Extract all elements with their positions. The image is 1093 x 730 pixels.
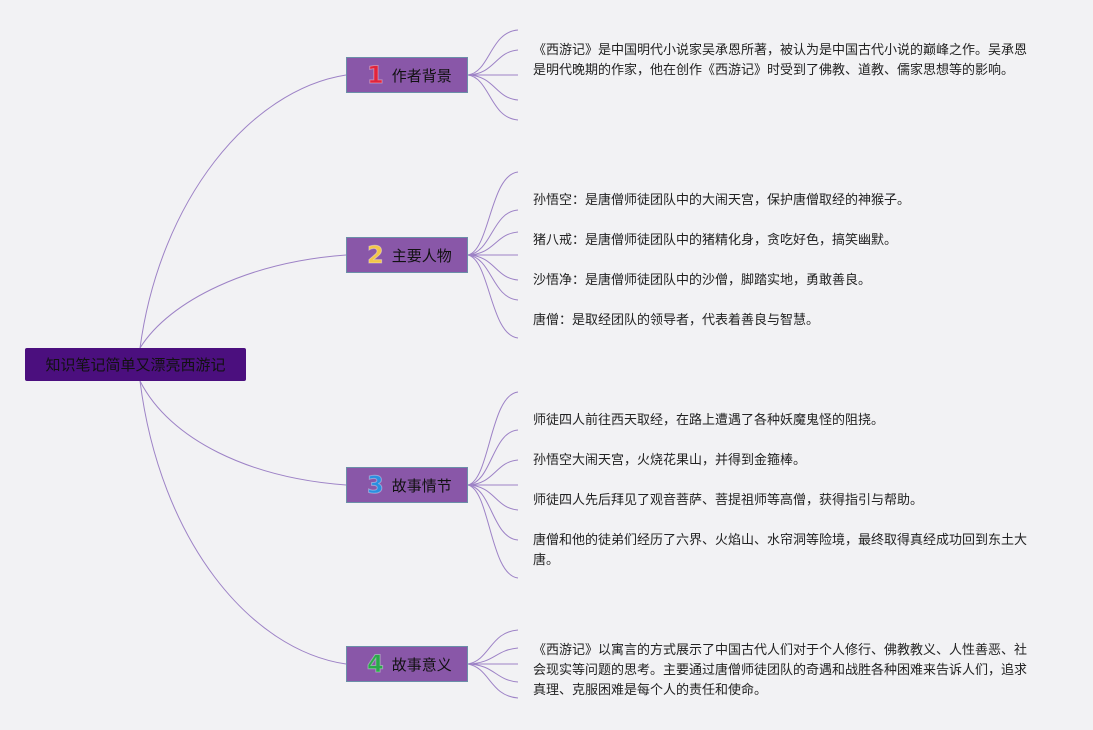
branch-number-2: 2 bbox=[367, 241, 385, 269]
branch-label: 作者背景 bbox=[391, 66, 452, 85]
root-topic-title: 知识笔记简单又漂亮西游记 bbox=[45, 356, 226, 374]
branch-number-1: 1 bbox=[367, 61, 385, 89]
connector-root-branch-4 bbox=[139, 380, 347, 665]
branch-number-3: 3 bbox=[367, 471, 385, 499]
branch-label: 故事意义 bbox=[391, 655, 452, 674]
leaf-text: 师徒四人前往西天取经，在路上遭遇了各种妖魔鬼怪的阻挠。 bbox=[533, 413, 885, 428]
connector-root-branch-2 bbox=[139, 254, 347, 349]
leaf-text: 孙悟空：是唐僧师徒团队中的大闹天宫，保护唐僧取经的神猴子。 bbox=[533, 193, 911, 208]
leaf-text: 沙悟净：是唐僧师徒团队中的沙僧，脚踏实地，勇敢善良。 bbox=[533, 273, 872, 288]
branch-label: 主要人物 bbox=[391, 246, 452, 265]
branch-author-background[interactable]: 1 作者背景 bbox=[346, 57, 468, 93]
leaf-text: 《西游记》以寓言的方式展示了中国古代人们对于个人修行、佛教教义、人性善恶、社会现… bbox=[533, 643, 1028, 698]
leaf-text: 唐僧和他的徒弟们经历了六界、火焰山、水帘洞等险境，最终取得真经成功回到东土大唐。 bbox=[533, 533, 1028, 568]
leaf-text: 唐僧：是取经团队的领导者，代表着善良与智慧。 bbox=[533, 313, 820, 328]
branch-main-characters[interactable]: 2 主要人物 bbox=[346, 237, 468, 273]
root-topic[interactable]: 知识笔记简单又漂亮西游记 bbox=[25, 348, 246, 381]
leaf-text: 《西游记》是中国明代小说家吴承恩所著，被认为是中国古代小说的巅峰之作。吴承恩是明… bbox=[533, 43, 1028, 78]
connector-root-branch-1 bbox=[139, 74, 347, 349]
branch-significance[interactable]: 4 故事意义 bbox=[346, 646, 468, 682]
connector-root-branch-3 bbox=[139, 380, 347, 486]
branch-plot[interactable]: 3 故事情节 bbox=[346, 467, 468, 503]
leaf-text: 孙悟空大闹天宫，火烧花果山，并得到金箍棒。 bbox=[533, 453, 807, 468]
branch-label: 故事情节 bbox=[391, 476, 452, 495]
leaf-text: 师徒四人先后拜见了观音菩萨、菩提祖师等高僧，获得指引与帮助。 bbox=[533, 493, 924, 508]
branch-number-4: 4 bbox=[367, 650, 385, 678]
leaf-text: 猪八戒：是唐僧师徒团队中的猪精化身，贪吃好色，搞笑幽默。 bbox=[533, 233, 898, 248]
